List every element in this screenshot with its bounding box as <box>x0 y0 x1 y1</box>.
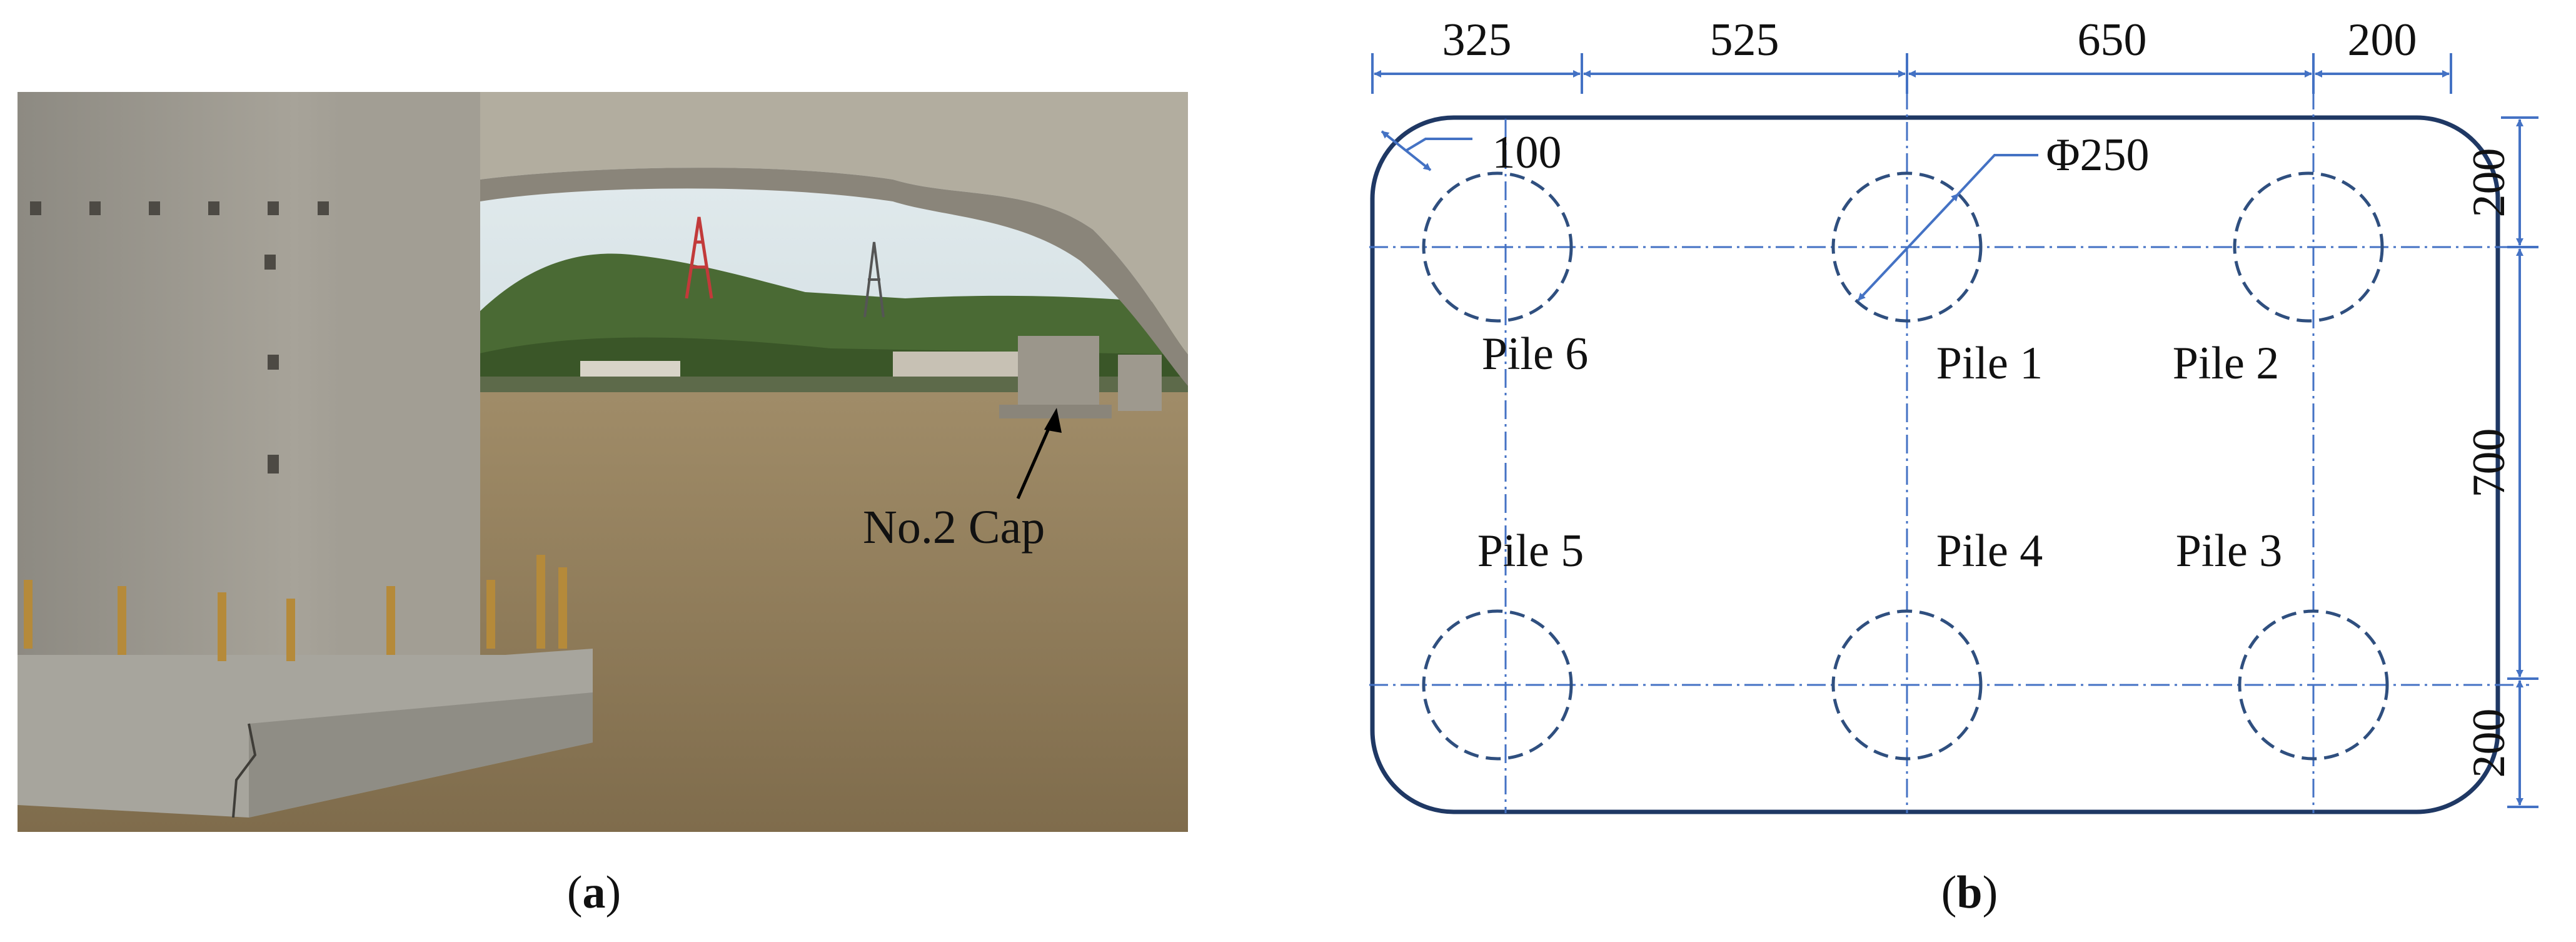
pile-circle-3 <box>2238 609 2389 761</box>
pile-circle-6 <box>1422 171 1573 323</box>
pile-label-4: Pile 4 <box>1936 525 2043 577</box>
pile-circle-4 <box>1831 609 1983 761</box>
main-pier-face <box>343 92 480 674</box>
diameter-leader-tail <box>1957 154 2038 195</box>
shore-buildings <box>580 361 680 378</box>
pile-cap-plan: 325 525 650 200 200 700 200 100 Φ250 Pil… <box>1369 14 2538 814</box>
diameter-leader <box>1857 193 1960 301</box>
dim-label-200-top: 200 <box>2348 14 2417 66</box>
cap-annotation-arrow <box>1016 408 1062 500</box>
pile-label-3: Pile 3 <box>2176 525 2283 577</box>
distant-pier <box>1018 336 1099 411</box>
pile-label-2: Pile 2 <box>2173 338 2280 389</box>
pile-diameter-label: Φ250 <box>2046 129 2149 181</box>
shore-buildings <box>893 352 1037 380</box>
cap-annotation-label: No.2 Cap <box>863 501 1045 554</box>
dim-label-325: 325 <box>1442 14 1512 66</box>
corner-radius-label: 100 <box>1492 127 1562 178</box>
pile-cap-crack <box>232 723 257 818</box>
radius-leader-tail <box>1406 138 1472 151</box>
transmission-tower-icon <box>685 216 713 299</box>
dim-label-right-200-top: 200 <box>2463 148 2515 218</box>
caption-b: (b) <box>1941 867 1998 918</box>
pile-label-6: Pile 6 <box>1482 328 1589 380</box>
bridge-soffit <box>480 168 1188 386</box>
pile-circle-2 <box>2233 171 2384 323</box>
pier-holes <box>30 201 329 474</box>
pile-circle-1 <box>1831 171 1983 323</box>
cap-outline <box>1370 115 2500 814</box>
cap-posts <box>24 555 567 661</box>
pile-label-5: Pile 5 <box>1477 525 1584 577</box>
pile-circle-5 <box>1422 609 1573 761</box>
distant-pier <box>1118 355 1162 411</box>
dim-label-right-700: 700 <box>2463 428 2515 498</box>
transmission-tower-icon <box>863 241 885 318</box>
dim-label-525: 525 <box>1710 14 1779 66</box>
radius-leader <box>1381 130 1432 171</box>
pile-label-1: Pile 1 <box>1936 338 2043 389</box>
dim-label-right-200-bottom: 200 <box>2463 709 2515 778</box>
caption-a: (a) <box>566 867 621 918</box>
pile-cap-side <box>249 692 593 818</box>
bridge-photo <box>18 92 1188 832</box>
dim-label-650: 650 <box>2078 14 2147 66</box>
bridge-girder <box>480 92 1188 355</box>
